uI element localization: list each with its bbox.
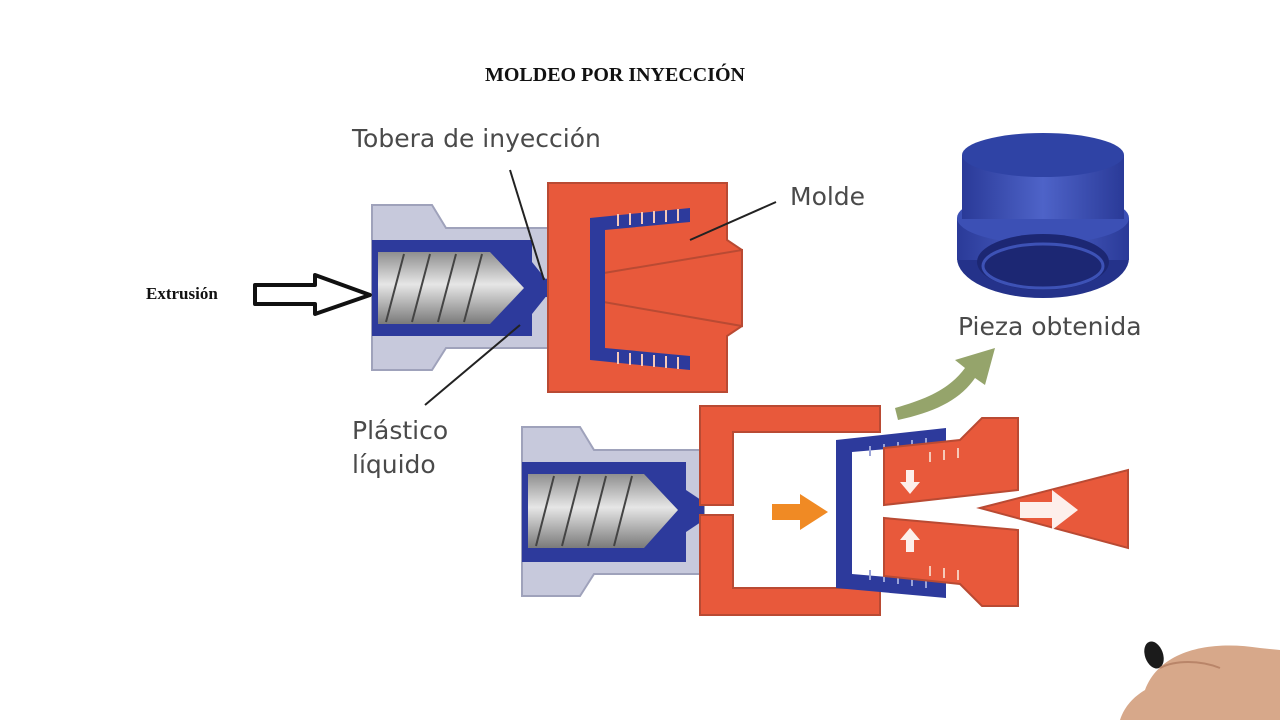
extrusion-label: Extrusión (146, 284, 218, 303)
nozzle-label: Tobera de inyección (352, 124, 601, 153)
curved-arrow-icon (895, 348, 995, 420)
bottom-injection-unit (521, 426, 705, 597)
mold-leader-line (689, 201, 777, 241)
liquid-plastic-label-line2: líquido (352, 450, 436, 479)
part-label: Pieza obtenida (958, 312, 1142, 341)
bottom-mold-left-half (699, 405, 881, 616)
ejected-part-profile (836, 428, 946, 598)
screw-top (378, 252, 524, 324)
liquid-plastic-leader-line (424, 324, 521, 406)
obtained-part-icon (957, 133, 1129, 298)
diagram-title: MOLDEO POR INYECCIÓN (484, 64, 745, 86)
bottom-mold-right-pieces (883, 417, 1129, 607)
mold-cavity-plastic-top (590, 208, 690, 370)
hand-marker-icon (1120, 641, 1280, 720)
core-out-arrow (1020, 490, 1078, 530)
split-down-arrow (900, 470, 920, 494)
mold-label: Molde (790, 182, 866, 211)
liquid-plastic-label-line1: Plástico (352, 416, 449, 445)
extrusion-arrow (253, 273, 372, 316)
top-mold (547, 182, 743, 393)
split-up-arrow (900, 528, 920, 552)
nozzle-leader-line (509, 169, 545, 281)
open-direction-arrow (772, 494, 828, 530)
